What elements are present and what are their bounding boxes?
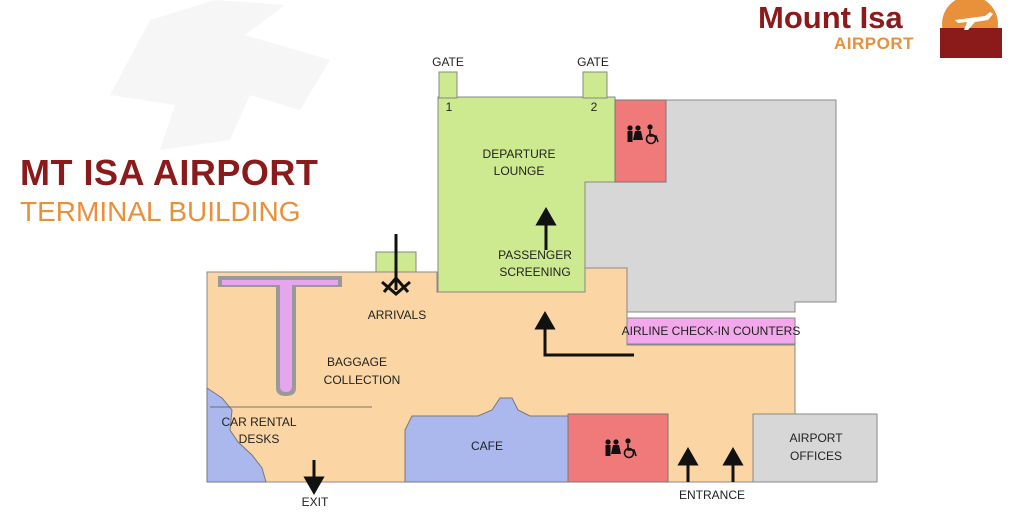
departure-lounge-area (437, 96, 616, 293)
car-rental-label: CAR RENTAL (221, 415, 296, 429)
offices-area (752, 413, 878, 483)
map-title: MT ISA AIRPORT (20, 152, 319, 193)
gate-2-number: 2 (591, 100, 598, 114)
screening-label: PASSENGER (498, 248, 572, 262)
departure-label: DEPARTURE (483, 147, 556, 161)
checkin-label: AIRLINE CHECK-IN COUNTERS (622, 324, 801, 338)
restroom-icon (605, 439, 621, 456)
departure-label: LOUNGE (494, 164, 545, 178)
baggage-label: COLLECTION (324, 373, 401, 387)
arrivals-label: ARRIVALS (368, 308, 426, 322)
baggage-carousel (218, 276, 342, 396)
arrow-down-icon (381, 234, 411, 296)
car-rental-label: DESKS (239, 432, 280, 446)
car-rental-area (206, 387, 267, 483)
gate-2-label: GATE (577, 55, 609, 69)
arrow-up-icon (535, 206, 557, 250)
checkin-counters (626, 317, 796, 345)
exit-label: EXIT (302, 495, 329, 509)
arrow-down-icon (303, 460, 325, 496)
restroom-icon (627, 125, 643, 142)
wheelchair-icon (645, 124, 659, 145)
gate-1-label: GATE (432, 55, 464, 69)
airplane-watermark-icon (110, 0, 330, 150)
baggage-label: BAGGAGE (327, 355, 387, 369)
logo-subtext: AIRPORT (834, 34, 914, 53)
offices-label: AIRPORT (789, 431, 843, 445)
map-subtitle: TERMINAL BUILDING (20, 196, 301, 227)
gate-1-box (438, 71, 458, 99)
screening-label: SCREENING (499, 265, 570, 279)
logo-text: Mount Isa (758, 0, 903, 35)
wheelchair-icon (623, 438, 637, 459)
arrow-up-icon (722, 446, 744, 482)
logo-sun-plane-icon (940, 0, 1002, 58)
offices-label: OFFICES (790, 449, 842, 463)
entrance-label: ENTRANCE (679, 488, 745, 502)
arrow-up-icon (677, 446, 699, 482)
cafe-label: CAFE (471, 439, 503, 453)
gate-2-box (582, 71, 608, 99)
arrow-up-icon (534, 310, 634, 357)
gate-1-number: 1 (446, 100, 453, 114)
